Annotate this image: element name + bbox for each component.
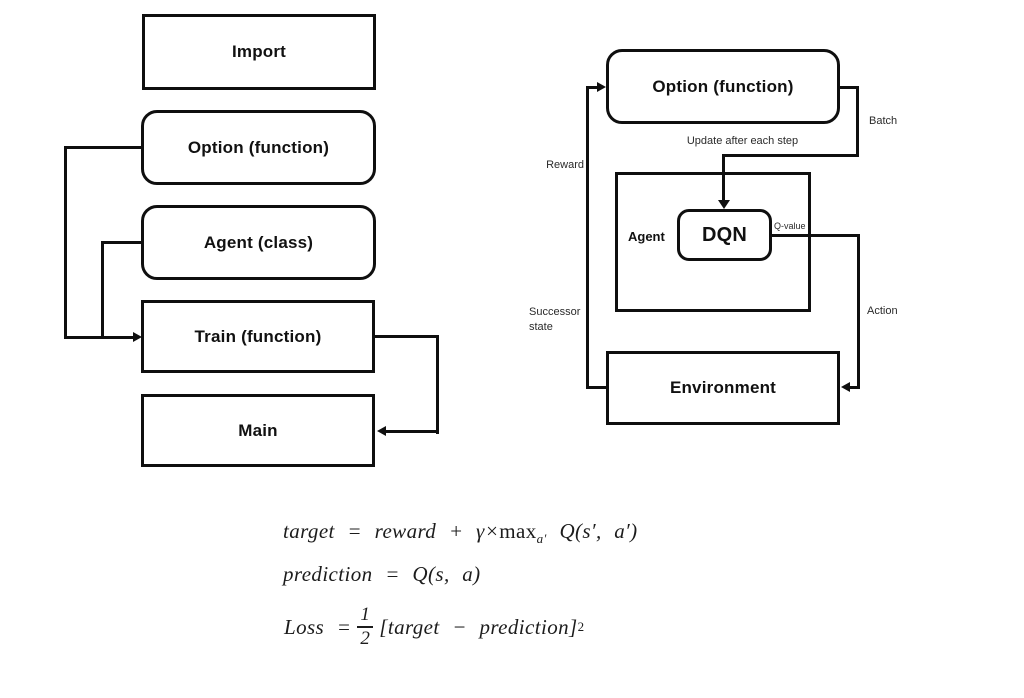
connector-dqn-to-environment [849, 386, 860, 389]
connector-option-to-train [64, 146, 67, 339]
formula-loss-body: [target − prediction] [379, 614, 578, 639]
action-label: Action [867, 305, 898, 317]
flow-box-agent-class: Agent (class) [141, 205, 376, 280]
connector-train-to-main [386, 430, 439, 433]
formula-target-pre: target = reward + γ× [283, 519, 500, 543]
connector-dqn-to-environment [772, 234, 860, 237]
connector-train-to-main [436, 335, 439, 434]
arrowhead-into-train [133, 332, 142, 342]
connector-option-to-train [64, 146, 142, 149]
dqn-box-option-function: Option (function) [606, 49, 840, 124]
connector-agent-to-train [101, 241, 141, 244]
formula-loss-denominator: 2 [360, 628, 371, 649]
flow-box-import: Import [142, 14, 376, 90]
formula-prediction: prediction = Q(s, a) [283, 562, 481, 586]
formula-loss: Loss = 1 2 [target − prediction]2 [284, 601, 585, 653]
formula-target-max: max [499, 519, 537, 543]
dqn-box-environment: Environment [606, 351, 840, 425]
formula-target-subscript: a′ [536, 531, 547, 547]
arrowhead-into-dqn [718, 200, 730, 209]
successor-state-line1: Successor [529, 306, 581, 318]
successor-state-label: Successor state [529, 305, 580, 335]
dqn-box-dqn: DQN [677, 209, 772, 261]
connector-environment-to-option [586, 386, 607, 389]
formula-loss-pre: Loss = [284, 614, 352, 639]
flow-box-option-function: Option (function) [141, 110, 376, 185]
successor-state-line2: state [529, 321, 553, 333]
connector-option-to-train [64, 336, 133, 339]
formula-loss-fraction: 1 2 [357, 605, 374, 649]
connector-agent-to-train [101, 241, 104, 339]
connector-environment-to-option [586, 86, 589, 389]
dqn-agent-container [615, 172, 811, 312]
connector-option-to-dqn [856, 86, 859, 157]
agent-label: Agent [628, 229, 665, 244]
reward-label: Reward [546, 159, 584, 171]
formula-target: target = reward + γ×maxa′ Q(s′, a′) [283, 519, 638, 547]
connector-option-to-dqn [838, 86, 859, 89]
arrowhead-into-option [597, 82, 606, 92]
q-value-label: Q-value [774, 221, 806, 231]
connector-option-to-dqn [722, 154, 859, 157]
arrowhead-into-main [377, 426, 386, 436]
flow-box-train-function: Train (function) [141, 300, 375, 373]
formula-loss-exponent: 2 [577, 619, 585, 634]
update-after-each-step-label: Update after each step [686, 135, 799, 147]
batch-label: Batch [869, 115, 898, 127]
connector-dqn-to-environment [857, 234, 860, 389]
connector-environment-to-option [586, 86, 598, 89]
flow-box-main: Main [141, 394, 375, 467]
arrowhead-into-environment [841, 382, 850, 392]
formula-target-post: Q(s′, a′) [546, 519, 638, 543]
connector-option-to-dqn [722, 154, 725, 201]
formula-loss-numerator: 1 [357, 605, 374, 628]
connector-train-to-main [375, 335, 439, 338]
